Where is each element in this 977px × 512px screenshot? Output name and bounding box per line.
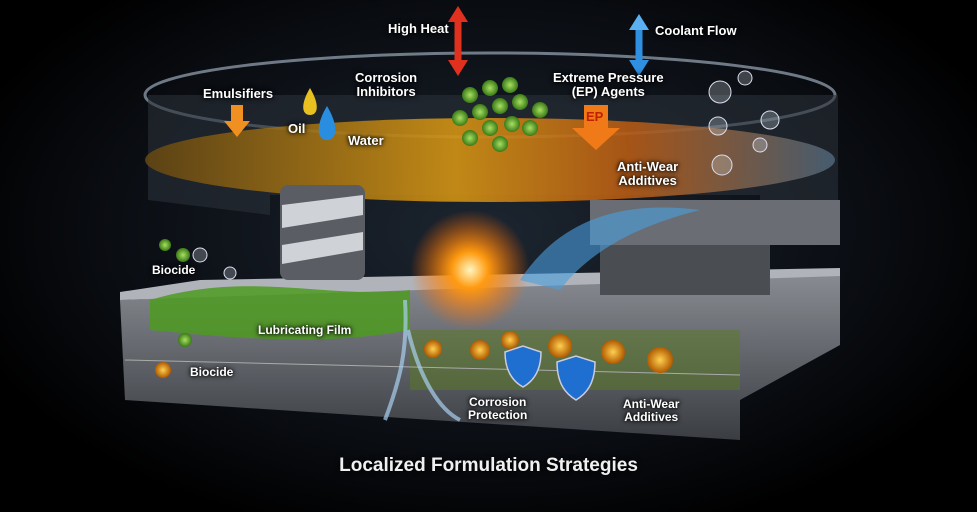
corrosion-inhibitor-cluster xyxy=(452,77,548,152)
ep-arrow-icon xyxy=(572,105,620,150)
diagram-title: Localized Formulation Strategies xyxy=(339,455,638,476)
high-heat-arrow-icon xyxy=(448,6,468,76)
shield-icon xyxy=(556,355,596,401)
label-high-heat: High Heat xyxy=(388,21,449,36)
water-drop-icon xyxy=(318,106,336,140)
lubricating-film-layer xyxy=(150,286,410,340)
label-emulsifiers: Emulsifiers xyxy=(203,86,274,101)
shield-icon xyxy=(504,345,542,388)
coolant-splash xyxy=(520,207,700,290)
coolant-flow-arrow-icon xyxy=(629,14,649,76)
label-oil: Oil xyxy=(288,121,306,136)
biocide-particles xyxy=(159,239,192,347)
label-biocide-top: Biocide xyxy=(152,263,196,277)
ep-badge: EP xyxy=(586,109,604,124)
label-biocide-bottom: Biocide xyxy=(190,365,234,379)
bubbles xyxy=(192,70,780,280)
drill-bit xyxy=(280,185,365,280)
label-water: Water xyxy=(348,133,384,148)
label-coolant-flow: Coolant Flow xyxy=(655,23,737,38)
anti-wear-particles xyxy=(155,331,673,378)
emulsifiers-arrow-icon xyxy=(224,105,250,137)
oil-drop-icon xyxy=(303,88,317,115)
label-lubricating-film: Lubricating Film xyxy=(258,323,352,337)
label-ep-agents: Extreme Pressure(EP) Agents xyxy=(553,70,664,100)
spark-burst xyxy=(410,210,530,330)
